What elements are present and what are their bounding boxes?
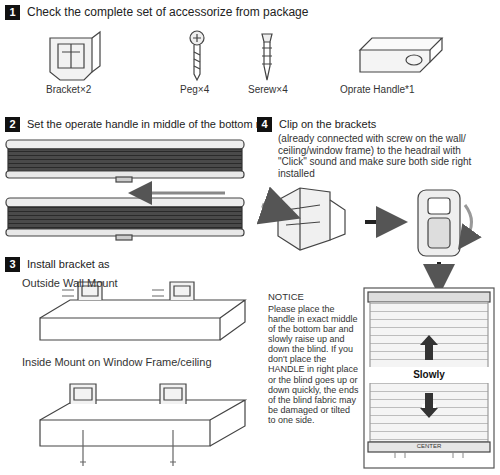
notice-heading: NOTICE bbox=[268, 291, 304, 302]
step-heading: Install bracket as bbox=[27, 257, 110, 272]
part-label: Peg×4 bbox=[180, 84, 209, 96]
step-badge: 3Install bracket as bbox=[5, 257, 20, 272]
notice-text: Please place the handle in exact middle … bbox=[268, 304, 360, 425]
step-badge: 4Clip on the brackets bbox=[257, 117, 272, 132]
part-label: Oprate Handle*1 bbox=[340, 84, 415, 96]
step-number: 1 bbox=[5, 5, 20, 20]
step-heading: Clip on the brackets bbox=[279, 117, 376, 132]
mount-label: Outside Wall Mount bbox=[22, 277, 118, 290]
part-label: Serew×4 bbox=[248, 84, 288, 96]
step-number: 3 bbox=[5, 257, 20, 272]
step-note: (already connected with screw on the wal… bbox=[278, 133, 492, 179]
step-badge: 1Check the complete set of accessorize f… bbox=[5, 5, 20, 20]
center-mark: CENTER bbox=[365, 443, 493, 450]
step-heading: Check the complete set of accessorize fr… bbox=[27, 5, 308, 20]
step-number: 2 bbox=[5, 117, 20, 132]
mount-label: Inside Mount on Window Frame/ceiling bbox=[22, 356, 212, 369]
part-label: Bracket×2 bbox=[46, 84, 91, 96]
step-number: 4 bbox=[257, 117, 272, 132]
speed-label: Slowly bbox=[365, 367, 493, 383]
step-heading: Set the operate handle in middle of the … bbox=[27, 117, 270, 132]
step-badge: 2Set the operate handle in middle of the… bbox=[5, 117, 20, 132]
